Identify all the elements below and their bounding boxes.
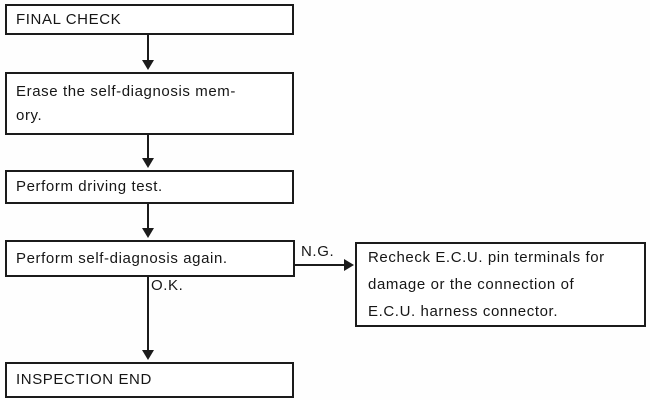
arrowhead-down-icon [142,158,154,168]
arrow-line-erase-to-driving [147,135,149,160]
arrow-line-final-to-erase [147,35,149,62]
edge-label-ok: O.K. [151,277,184,294]
arrowhead-down-icon [142,60,154,70]
node-recheck-ecu: Recheck E.C.U. pin terminals for damage … [355,242,646,327]
node-recheck-ecu-line-2: damage or the connection of [368,276,575,293]
arrow-line-selfdiag-to-end [147,277,149,352]
node-final-check-label: FINAL CHECK [16,10,122,28]
arrowhead-right-icon [344,259,354,271]
arrowhead-down-icon [142,228,154,238]
node-inspection-end-label: INSPECTION END [16,371,152,388]
node-recheck-ecu-line-3: E.C.U. harness connector. [368,303,559,320]
node-final-check: FINAL CHECK [5,4,294,35]
node-erase-memory-line-2: ory. [16,106,43,124]
node-self-diagnosis-again-label: Perform self-diagnosis again. [16,249,228,267]
node-driving-test-label: Perform driving test. [16,178,163,195]
edge-label-ng: N.G. [301,243,335,260]
node-erase-memory-line-1: Erase the self-diagnosis mem- [16,82,236,100]
node-driving-test: Perform driving test. [5,170,294,204]
node-inspection-end: INSPECTION END [5,362,294,398]
arrow-line-selfdiag-to-recheck [294,264,346,266]
node-self-diagnosis-again: Perform self-diagnosis again. [5,240,295,277]
node-erase-memory: Erase the self-diagnosis mem- ory. [5,72,294,135]
arrowhead-down-icon [142,350,154,360]
arrow-line-driving-to-selfdiag [147,204,149,230]
node-recheck-ecu-line-1: Recheck E.C.U. pin terminals for [368,249,605,266]
